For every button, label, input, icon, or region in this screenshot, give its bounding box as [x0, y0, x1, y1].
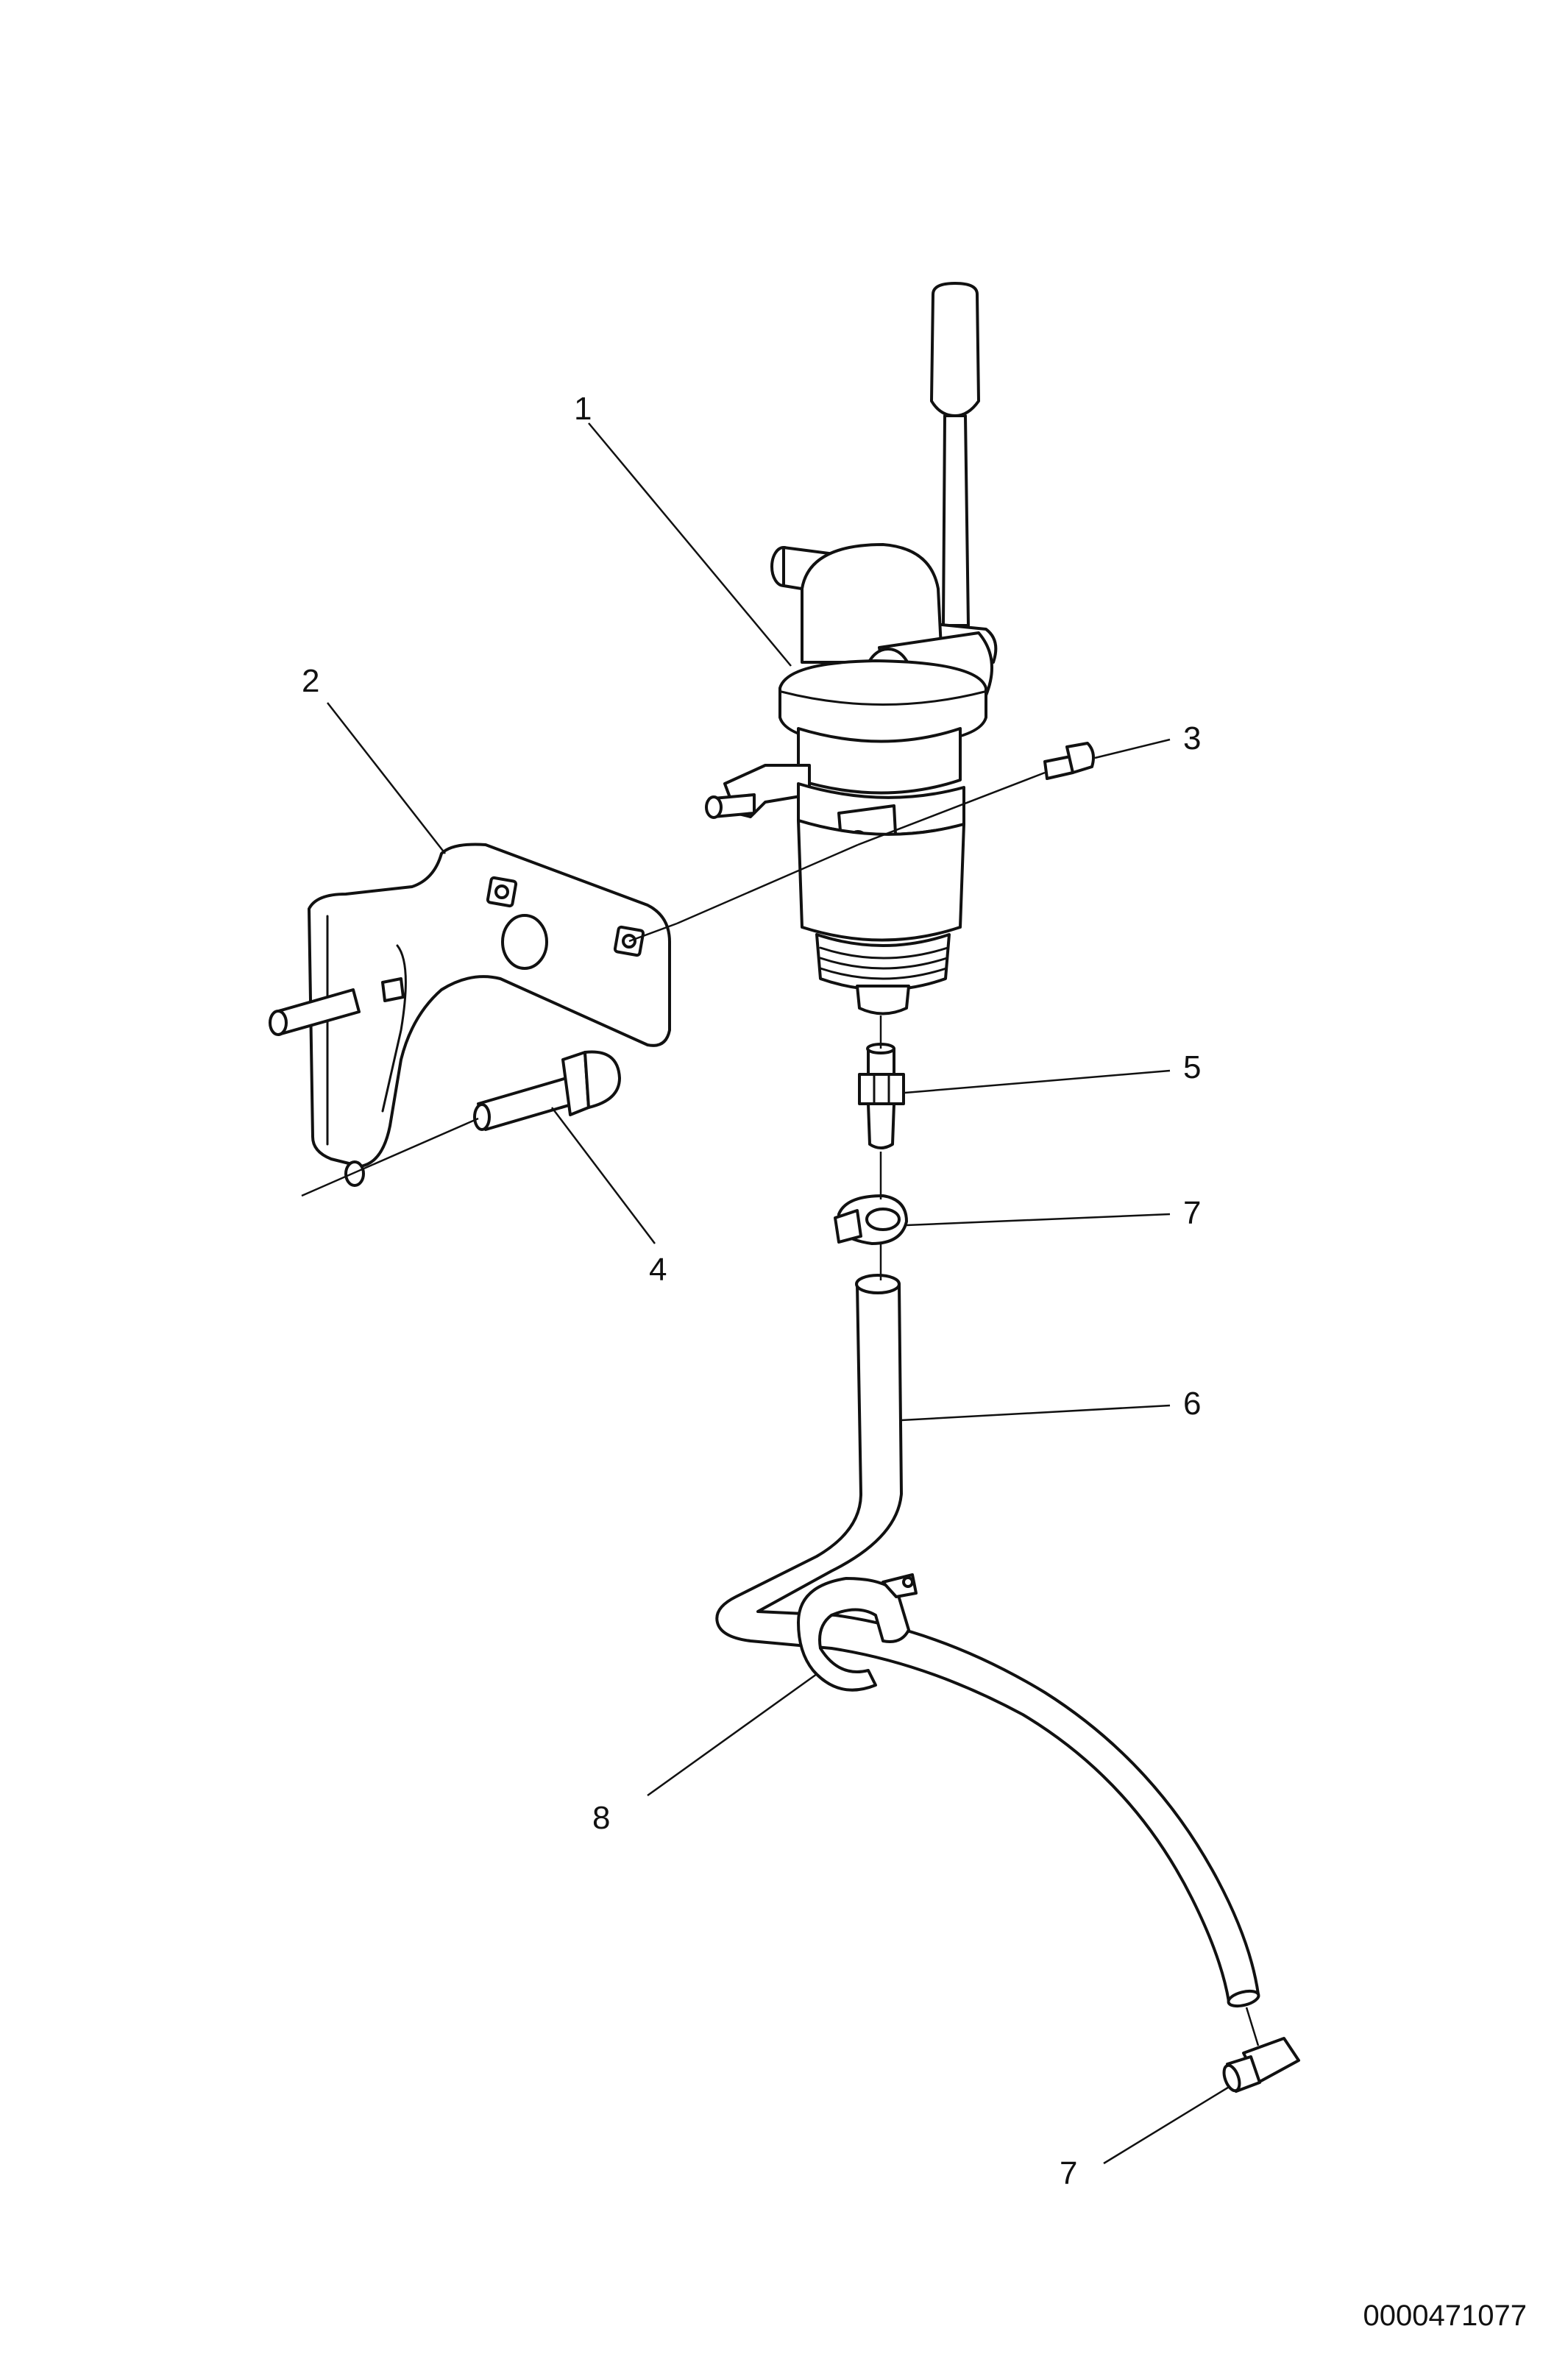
callouts: 1 2 3 4 5 7 6 8 7 [302, 391, 1201, 2191]
part-4-bolt [473, 1050, 621, 1131]
callout-6: 6 [1183, 1386, 1201, 1422]
callout-4: 4 [649, 1252, 667, 1288]
callout-7-lower: 7 [1060, 2155, 1077, 2191]
callout-1: 1 [574, 391, 592, 427]
callout-5: 5 [1183, 1049, 1201, 1085]
part-3-bolt [1043, 742, 1095, 780]
part-1-hand-pump [705, 282, 998, 1015]
part-5-fitting [858, 1043, 905, 1149]
leader-lines [327, 422, 1231, 2165]
part-7-hose-clamp-upper [834, 1194, 908, 1245]
assembly-lines [301, 771, 1260, 2046]
part-6-hose [715, 1274, 1260, 2008]
part-2-mounting-bracket [269, 843, 671, 1187]
callout-8: 8 [592, 1800, 610, 1836]
callout-2: 2 [302, 663, 319, 699]
document-id: 0000471077 [1363, 2300, 1527, 2332]
callout-3: 3 [1183, 720, 1201, 756]
callout-7-upper: 7 [1183, 1195, 1201, 1231]
part-8-hose-clip [797, 1573, 918, 1692]
part-7-end-fitting-lower [1222, 2037, 1300, 2093]
